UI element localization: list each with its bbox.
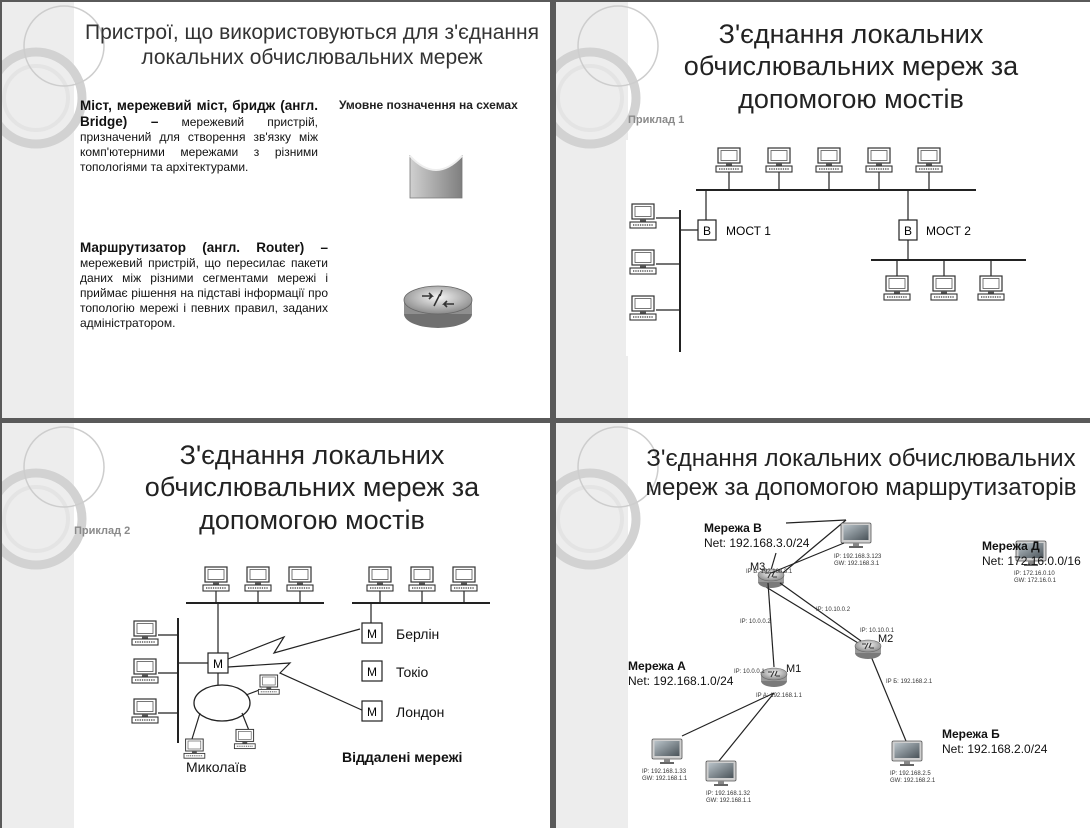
router-icon [403, 285, 473, 328]
bridge1-box-label: B [703, 224, 711, 238]
router-definition: Маршрутизатор (англ. Router) – мережевий… [80, 240, 328, 331]
slide-decoration [2, 2, 74, 418]
legend-title: Умовне позначення на схемах [339, 98, 518, 112]
bridge2-label: МОСТ 2 [926, 224, 971, 238]
bridge-diagram-2: M M M M [124, 563, 494, 775]
example-label: Приклад 2 [74, 525, 131, 537]
slide-decoration [2, 423, 74, 828]
slide-title: З'єднання локальних обчислювальних мереж… [144, 440, 480, 535]
bridge2-box-label: B [904, 224, 912, 238]
city-berlin: Берлін [394, 626, 442, 642]
ip-m2-lan: IP Б: 192.168.2.1 [886, 679, 933, 685]
slide-devices: Пристрої, що використовуються для з'єдна… [2, 2, 550, 418]
router-m2-label: M2 [878, 633, 894, 645]
router-m1-label: M1 [786, 663, 802, 675]
city-london: Лондон [394, 704, 447, 720]
bridge1-label: МОСТ 1 [726, 224, 771, 238]
decorative-circles [556, 426, 659, 570]
bridge-icon [409, 154, 463, 199]
ip-m1-lan: IP A: 192.168.1.1 [756, 693, 802, 699]
bridge-definition: Міст, мережевий міст, бридж (англ. Bridg… [80, 98, 318, 175]
local-city-label: Миколаїв [186, 759, 247, 775]
bridge-term: Міст, мережевий міст, бридж (англ. Bridg… [80, 98, 318, 129]
ip-m1-a: IP: 10.0.0.1 [734, 669, 765, 675]
slide-title: Пристрої, що використовуються для з'єдна… [85, 21, 539, 70]
tokio-m-label: M [367, 665, 377, 679]
decorative-circles [2, 5, 105, 149]
berlin-m-label: M [367, 627, 377, 641]
slide-bridges-example1: З'єднання локальних обчислювальних мереж… [556, 2, 1090, 418]
slide-routers: З'єднання локальних обчислювальних мереж… [556, 423, 1090, 828]
slide-decoration [556, 423, 628, 828]
bridge-diagram-1: B МОСТ 1 B МОСТ 2 [626, 140, 1036, 356]
router-network-diagram [651, 519, 1047, 787]
router-m3-label: M3 [750, 561, 766, 573]
london-m-label: M [367, 705, 377, 719]
ip-m3-c: IP: 10.10.0.2 [816, 607, 851, 613]
slide-decoration [556, 2, 628, 418]
example-label: Приклад 1 [628, 114, 685, 126]
bridge-description: мережевий пристрій, призначений для ство… [80, 115, 318, 174]
router-description: мережевий пристрій, що пересилає пакети … [80, 256, 328, 330]
decorative-circles [556, 5, 659, 149]
slide-title: З'єднання локальних обчислювальних мереж… [683, 19, 1019, 114]
ip-m2-a: IP: 10.10.0.1 [860, 628, 895, 634]
ip-m3-a: IP: 10.0.0.2 [740, 619, 771, 625]
slide-bridges-example2: З'єднання локальних обчислювальних мереж… [2, 423, 550, 828]
local-m-label: M [213, 657, 223, 671]
router-links [767, 542, 862, 668]
ip-m3-b: IP B: 192.168.3.1 [746, 569, 793, 575]
city-tokio: Токіо [394, 664, 431, 680]
decorative-circles [2, 426, 105, 570]
router-term: Маршрутизатор (англ. Router) – [80, 240, 328, 255]
slide-title: З'єднання локальних обчислювальних мереж… [645, 445, 1077, 501]
remote-networks-label: Віддалені мережі [342, 749, 463, 765]
